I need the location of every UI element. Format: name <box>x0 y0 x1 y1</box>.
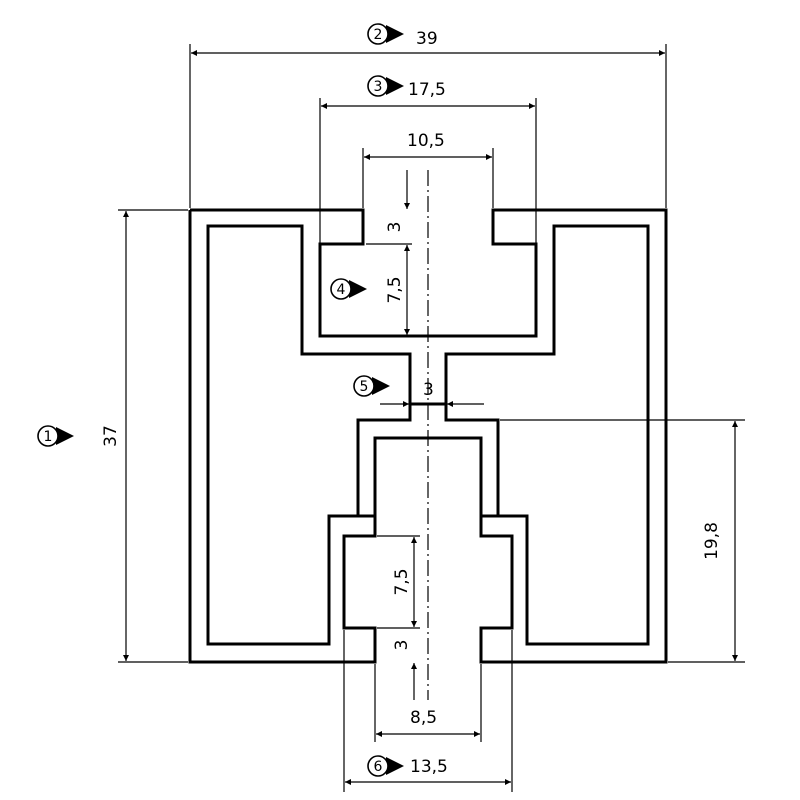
profile-left-cavity <box>206 224 412 646</box>
dim-bottom-slot-depth: 7,5 <box>392 568 412 595</box>
svg-text:6: 6 <box>374 759 383 775</box>
callout-2: 2 <box>367 23 404 45</box>
svg-text:2: 2 <box>374 27 383 43</box>
dim-web-thickness: 3 <box>423 380 434 400</box>
svg-text:1: 1 <box>44 429 53 445</box>
dim-overall-width: 39 <box>416 29 438 49</box>
dim-overall-height: 37 <box>101 425 121 447</box>
dim-bottom-slot-outer: 13,5 <box>410 757 448 777</box>
svg-text:5: 5 <box>360 379 369 395</box>
callout-3: 3 <box>367 75 404 97</box>
dim-top-slot-depth: 7,5 <box>385 276 405 303</box>
callout-1: 1 <box>37 425 74 447</box>
svg-text:3: 3 <box>374 79 383 95</box>
dim-top-slot-outer: 17,5 <box>408 80 446 100</box>
callout-4: 4 <box>330 278 367 300</box>
callout-5: 5 <box>353 375 390 397</box>
dim-top-lip-height: 3 <box>385 222 405 233</box>
callout-6: 6 <box>367 755 404 777</box>
profile-bottom-left <box>188 210 377 664</box>
dim-bottom-slot-opening: 8,5 <box>410 708 437 728</box>
dim-bottom-lip-height: 3 <box>392 640 412 651</box>
dim-lower-height: 19,8 <box>702 522 722 560</box>
dim-top-slot-opening: 10,5 <box>407 131 445 151</box>
svg-text:4: 4 <box>337 282 346 298</box>
